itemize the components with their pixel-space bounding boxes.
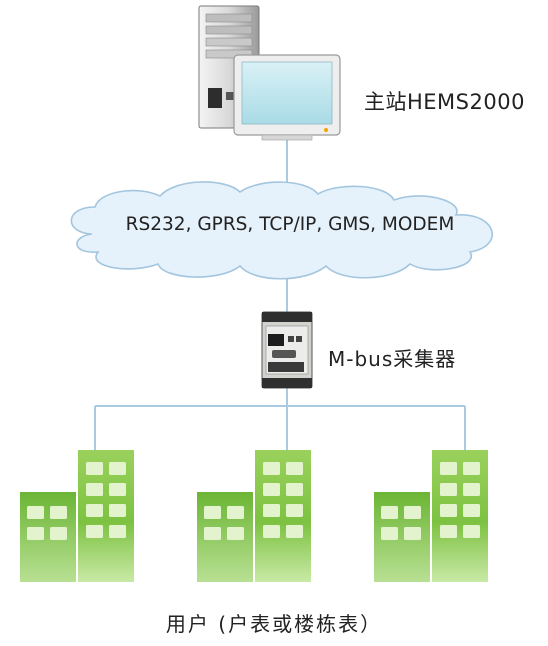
window (286, 504, 303, 517)
window (50, 506, 67, 519)
desktop-computer-icon (198, 5, 341, 141)
window (263, 462, 280, 475)
mbus-collector-icon (261, 311, 313, 389)
window (86, 504, 103, 517)
window (263, 483, 280, 496)
window (286, 483, 303, 496)
window (463, 462, 480, 475)
window (463, 483, 480, 496)
building-windows (27, 462, 480, 540)
window (404, 506, 421, 519)
users-label: 用户 (户表或楼栋表） (165, 612, 383, 636)
master-station-label: 主站HEMS2000 (364, 90, 525, 114)
network-protocols-label: RS232, GPRS, TCP/IP, GMS, MODEM (125, 214, 455, 235)
window (381, 506, 398, 519)
window (263, 504, 280, 517)
window (286, 462, 303, 475)
window (109, 504, 126, 517)
window (440, 504, 457, 517)
window (227, 506, 244, 519)
window (463, 504, 480, 517)
window (109, 525, 126, 538)
window (440, 525, 457, 538)
window (27, 506, 44, 519)
window (440, 462, 457, 475)
cloud-icon (70, 181, 493, 280)
window (86, 462, 103, 475)
window (404, 527, 421, 540)
window (109, 483, 126, 496)
window (86, 525, 103, 538)
window (109, 462, 126, 475)
window (440, 483, 457, 496)
window (286, 525, 303, 538)
window (204, 506, 221, 519)
window (204, 527, 221, 540)
window (86, 483, 103, 496)
window (50, 527, 67, 540)
window (263, 525, 280, 538)
collector-label: M-bus采集器 (328, 347, 457, 371)
window (27, 527, 44, 540)
window (381, 527, 398, 540)
window (227, 527, 244, 540)
window (463, 525, 480, 538)
